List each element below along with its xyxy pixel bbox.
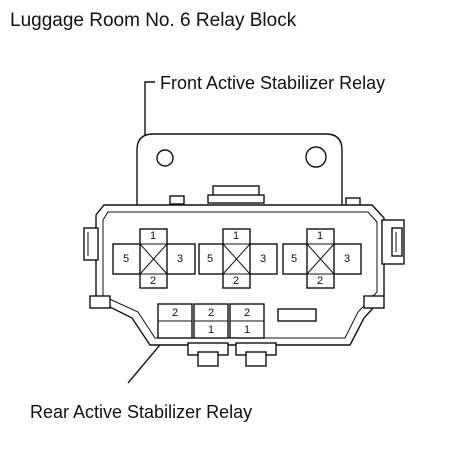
pin-label-right: 3: [260, 253, 266, 265]
pin-label-bottom: 2: [233, 275, 239, 287]
pin-label-bottom: 1: [244, 324, 250, 336]
pin-label-bottom: 1: [208, 324, 214, 336]
pin-label-bottom: 2: [150, 275, 156, 287]
diagram-title: Luggage Room No. 6 Relay Block: [10, 10, 297, 31]
mounting-hole-left: [156, 149, 174, 167]
pin-label-top: 1: [317, 230, 323, 242]
pin-label-right: 3: [177, 253, 183, 265]
front-relay-callout: Front Active Stabilizer Relay: [160, 73, 385, 93]
small-relay-3: 2 1: [229, 303, 265, 339]
small-relay-2: 2 1: [193, 303, 229, 339]
pin-label-top: 2: [172, 307, 178, 319]
mounting-hole-right: [305, 146, 327, 168]
pin-label-top: 1: [150, 230, 156, 242]
pin-label-left: 5: [207, 253, 213, 265]
pin-label-left: 5: [123, 253, 129, 265]
relay-right: 1 5 3 2: [282, 228, 362, 289]
connector-slot: [277, 308, 317, 322]
pin-label-left: 5: [291, 253, 297, 265]
pin-label-top: 1: [233, 230, 239, 242]
relay-left: 1 5 3 2: [112, 228, 196, 289]
mounting-flange: [136, 133, 361, 207]
rear-relay-callout: Rear Active Stabilizer Relay: [30, 402, 252, 422]
pin-label-top: 2: [244, 307, 250, 319]
pin-label-top: 2: [208, 307, 214, 319]
pin-label-right: 3: [344, 253, 350, 265]
relay-middle: 1 5 3 2: [198, 228, 278, 289]
pin-label-bottom: 2: [317, 275, 323, 287]
small-relay-1: 2: [157, 303, 193, 339]
